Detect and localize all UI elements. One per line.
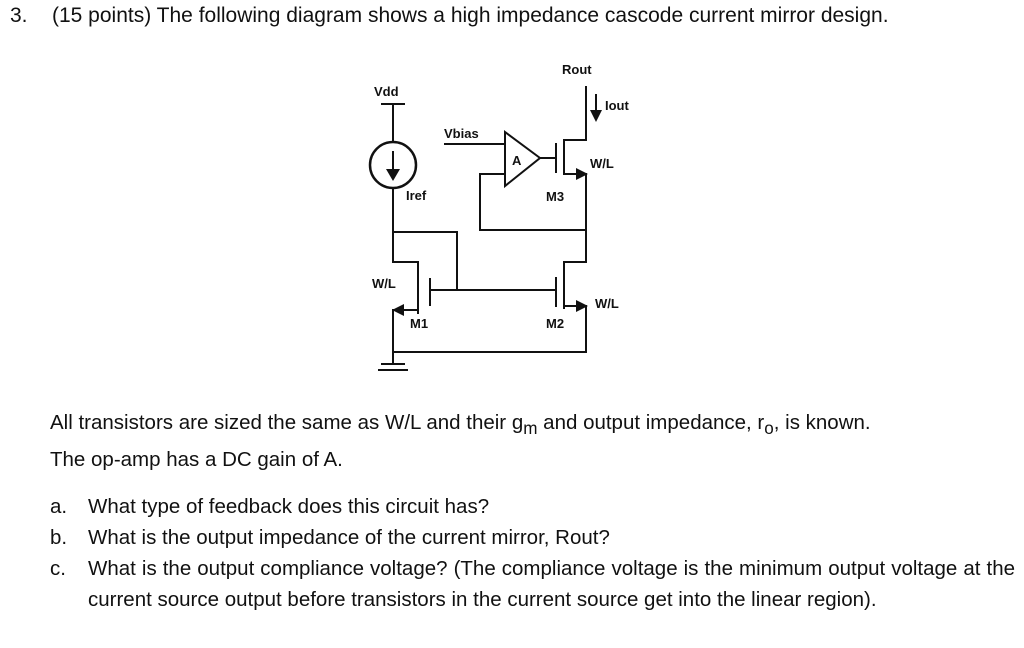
label-m2: M2 — [546, 316, 564, 331]
description-line-2: The op-amp has a DC gain of A. — [50, 448, 343, 472]
question-number: 3. — [10, 4, 28, 27]
opamp-icon — [504, 130, 542, 189]
label-wl-m3: W/L — [590, 156, 614, 171]
question-list: a. What type of feedback does this circu… — [50, 491, 1015, 615]
question-letter: a. — [50, 495, 68, 518]
label-m3: M3 — [546, 189, 564, 204]
list-item: a. What type of feedback does this circu… — [50, 491, 1015, 522]
label-iref: Iref — [406, 188, 427, 203]
question-letter: b. — [50, 526, 68, 549]
label-rout: Rout — [562, 62, 592, 77]
problem-description: All transistors are sized the same as W/… — [50, 407, 1015, 475]
question-header: 3. (15 points) The following diagram show… — [10, 4, 889, 28]
label-wl-m1: W/L — [372, 276, 396, 291]
m2-source-arrow-icon — [576, 300, 588, 312]
label-wl-m2: W/L — [595, 296, 619, 311]
reference-current-source-icon — [368, 140, 418, 190]
question-text: What type of feedback does this circuit … — [88, 495, 490, 518]
m3-source-arrow-icon — [576, 168, 588, 180]
m1-transistor — [417, 274, 431, 314]
description-line-1: All transistors are sized the same as W/… — [50, 411, 871, 439]
ro-subscript: o — [764, 419, 774, 439]
current-direction-arrow-icon — [386, 151, 400, 181]
gm-subscript: m — [523, 419, 538, 439]
label-amp-gain: A — [512, 153, 522, 168]
output-current-arrow-icon — [590, 94, 602, 122]
circuit-wires — [381, 86, 587, 365]
label-iout: Iout — [605, 98, 629, 113]
label-vdd: Vdd — [374, 84, 399, 99]
question-header-text: (15 points) The following diagram shows … — [52, 4, 889, 27]
label-vbias: Vbias — [444, 126, 479, 141]
list-item: b. What is the output impedance of the c… — [50, 522, 1015, 553]
label-m1: M1 — [410, 316, 428, 331]
question-text: What is the output compliance voltage? (… — [88, 557, 1015, 611]
cascode-current-mirror-diagram: Vdd Rout Iout Vbias A W/L Iref M3 W/L W/… — [368, 62, 629, 371]
question-letter: c. — [50, 557, 66, 580]
question-text: What is the output impedance of the curr… — [88, 526, 610, 549]
list-item: c. What is the output compliance voltage… — [50, 553, 1015, 615]
m1-source-arrow-icon — [392, 304, 404, 316]
